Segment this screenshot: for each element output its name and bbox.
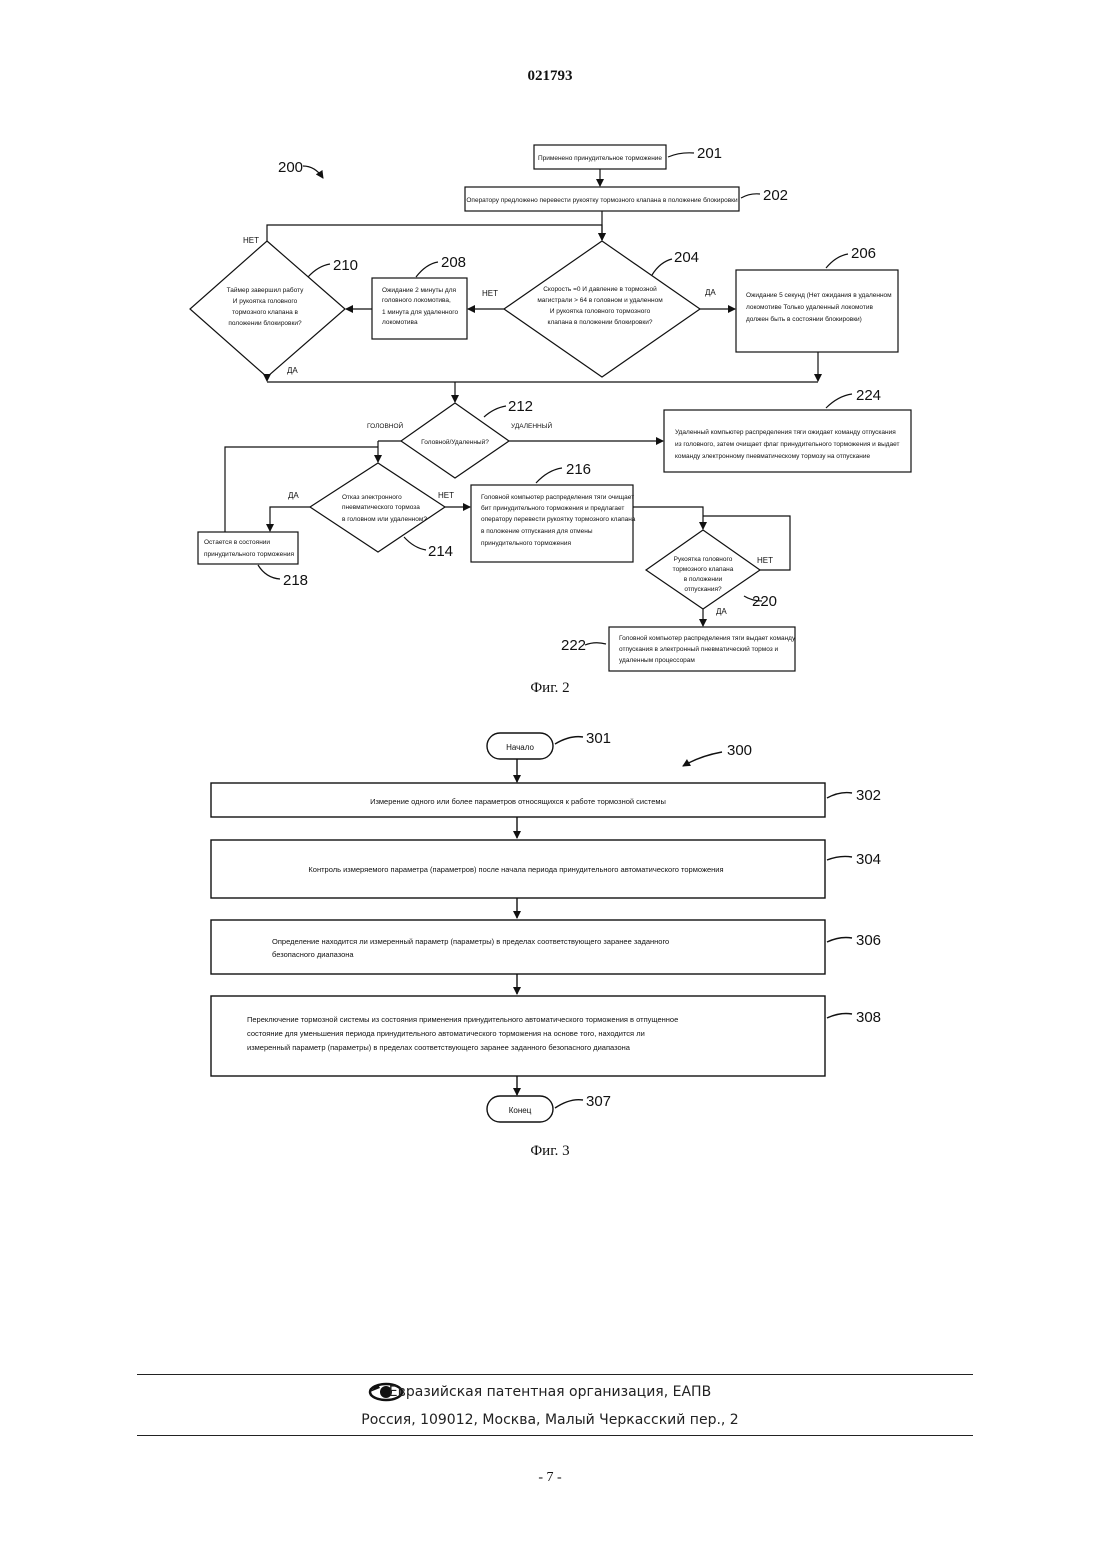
d214-l2: пневматического тормоза <box>342 504 420 511</box>
ref-214: 214 <box>428 543 453 560</box>
b206-l2: локомотиве Только удаленный локомотив <box>746 303 874 311</box>
b218-l1: Остается в состоянии <box>204 539 270 546</box>
box-201-text: Применено принудительное торможение <box>538 155 662 162</box>
ref-218: 218 <box>283 572 308 589</box>
b208-l3: 1 минута для удаленного <box>382 309 458 316</box>
b222-l3: удаленным процессорам <box>619 657 695 664</box>
b206-l1: Ожидание 5 секунд (Нет ожидания в удален… <box>746 292 892 299</box>
d214-l3: в головном или удаленном? <box>342 516 427 523</box>
ref-304: 304 <box>856 851 881 868</box>
d204-l4: клапана в положении блокировки? <box>548 318 653 326</box>
ref-208: 208 <box>441 254 466 271</box>
footer-rule-bottom <box>137 1435 973 1436</box>
label-da-210: ДА <box>287 366 298 375</box>
label-net-214: НЕТ <box>438 491 454 500</box>
footer-rule-top <box>137 1374 973 1375</box>
box-304-text: Контроль измеряемого параметра (параметр… <box>308 865 723 874</box>
ref-302: 302 <box>856 787 881 804</box>
b216-l3: оператору перевести рукоятку тормозного … <box>481 516 636 523</box>
ref-204: 204 <box>674 249 699 266</box>
d210-l4: положении блокировки? <box>228 319 302 327</box>
d212-text: Головной/Удаленный? <box>421 438 489 446</box>
d220-l1: Рукоятка головного <box>674 556 733 563</box>
b224-l3: команду электронному пневматическому тор… <box>675 453 871 460</box>
ref-216: 216 <box>566 461 591 478</box>
ref-222: 222 <box>561 637 586 654</box>
ref-308: 308 <box>856 1009 881 1026</box>
ref-202: 202 <box>763 187 788 204</box>
d214-l1: Отказ электронного <box>342 494 402 501</box>
page-number: - 7 - <box>0 1470 1100 1486</box>
ref-306: 306 <box>856 932 881 949</box>
b208-l4: локомотива <box>382 319 418 326</box>
b216-l5: принудительного торможения <box>481 540 571 547</box>
footer-address: Россия, 109012, Москва, Малый Черкасский… <box>0 1412 1100 1428</box>
label-da-204: ДА <box>705 288 716 297</box>
fig2-caption: Фиг. 2 <box>0 680 1100 697</box>
b222-l2: отпускания в электронный пневматический … <box>619 645 779 653</box>
b224-l1: Удаленный компьютер распределения тяги о… <box>675 428 896 436</box>
label-da-214: ДА <box>288 491 299 500</box>
label-golovnoy: ГОЛОВНОЙ <box>367 421 404 430</box>
label-net-204: НЕТ <box>482 289 498 298</box>
ref-206: 206 <box>851 245 876 262</box>
b216-l4: в положение отпускания для отмены <box>481 528 593 535</box>
box-218 <box>198 532 298 564</box>
ref-307: 307 <box>586 1093 611 1110</box>
box-302-text: Измерение одного или более параметров от… <box>370 797 666 806</box>
b308-l1: Переключение тормозной системы из состоя… <box>247 1015 678 1024</box>
ref-224: 224 <box>856 387 881 404</box>
b222-l1: Головной компьютер распределения тяги вы… <box>619 634 796 642</box>
d220-l3: в положении <box>684 576 723 583</box>
start-text: Начало <box>506 743 534 752</box>
d210-l1: Таймер завершил работу <box>227 286 305 294</box>
box-306 <box>211 920 825 974</box>
b224-l2: из головного, затем очищает флаг принуди… <box>675 441 900 448</box>
ref-301: 301 <box>586 730 611 747</box>
label-300: 300 <box>727 742 752 759</box>
b306-l2: безопасного диапазона <box>272 950 354 959</box>
b306-l1: Определение находится ли измеренный пара… <box>272 937 669 946</box>
figure-3: Начало 301 300 Измерение одного или боле… <box>211 730 881 1122</box>
b308-l3: измеренный параметр (параметры) в предел… <box>247 1043 631 1052</box>
d220-l4: отпускания? <box>684 586 722 593</box>
footer-org: Евразийская патентная организация, ЕАПВ <box>0 1384 1100 1400</box>
fig3-caption: Фиг. 3 <box>0 1143 1100 1160</box>
d204-l2: магистрали > 64 в головном и удаленном <box>537 297 663 304</box>
d210-l2: И рукоятка головного <box>233 298 298 305</box>
figure-2: 200 Применено принудительное торможение … <box>190 145 911 671</box>
d204-l1: Скорость =0 И давление в тормозной <box>543 285 657 293</box>
b208-l2: головного локомотива, <box>382 297 451 304</box>
ref-201: 201 <box>697 145 722 162</box>
ref-212: 212 <box>508 398 533 415</box>
end-text: Конец <box>509 1106 532 1115</box>
b216-l1: Головной компьютер распределения тяги оч… <box>481 493 634 501</box>
label-udalenny: УДАЛЕННЫЙ <box>511 421 552 430</box>
label-da-220: ДА <box>716 607 727 616</box>
label-net-220: НЕТ <box>757 556 773 565</box>
b216-l2: бит принудительного торможения и предлаг… <box>481 504 624 512</box>
box-206 <box>736 270 898 352</box>
b206-l3: должен быть в состоянии блокировки) <box>746 315 862 323</box>
b308-l2: состояние для уменьшения периода принуди… <box>247 1029 645 1038</box>
d204-l3: И рукоятка головного тормозного <box>550 308 651 315</box>
d220-l2: тормозного клапана <box>673 566 734 573</box>
b208-l1: Ожидание 2 минуты для <box>382 287 456 294</box>
d210-l3: тормозного клапана в <box>232 309 298 316</box>
ref-210: 210 <box>333 257 358 274</box>
box-202-text: Оператору предложено перевести рукоятку … <box>466 196 738 204</box>
ref-220: 220 <box>752 593 777 610</box>
label-200: 200 <box>278 159 303 176</box>
label-net-210: НЕТ <box>243 236 259 245</box>
b218-l2: принудительного торможения <box>204 551 294 558</box>
